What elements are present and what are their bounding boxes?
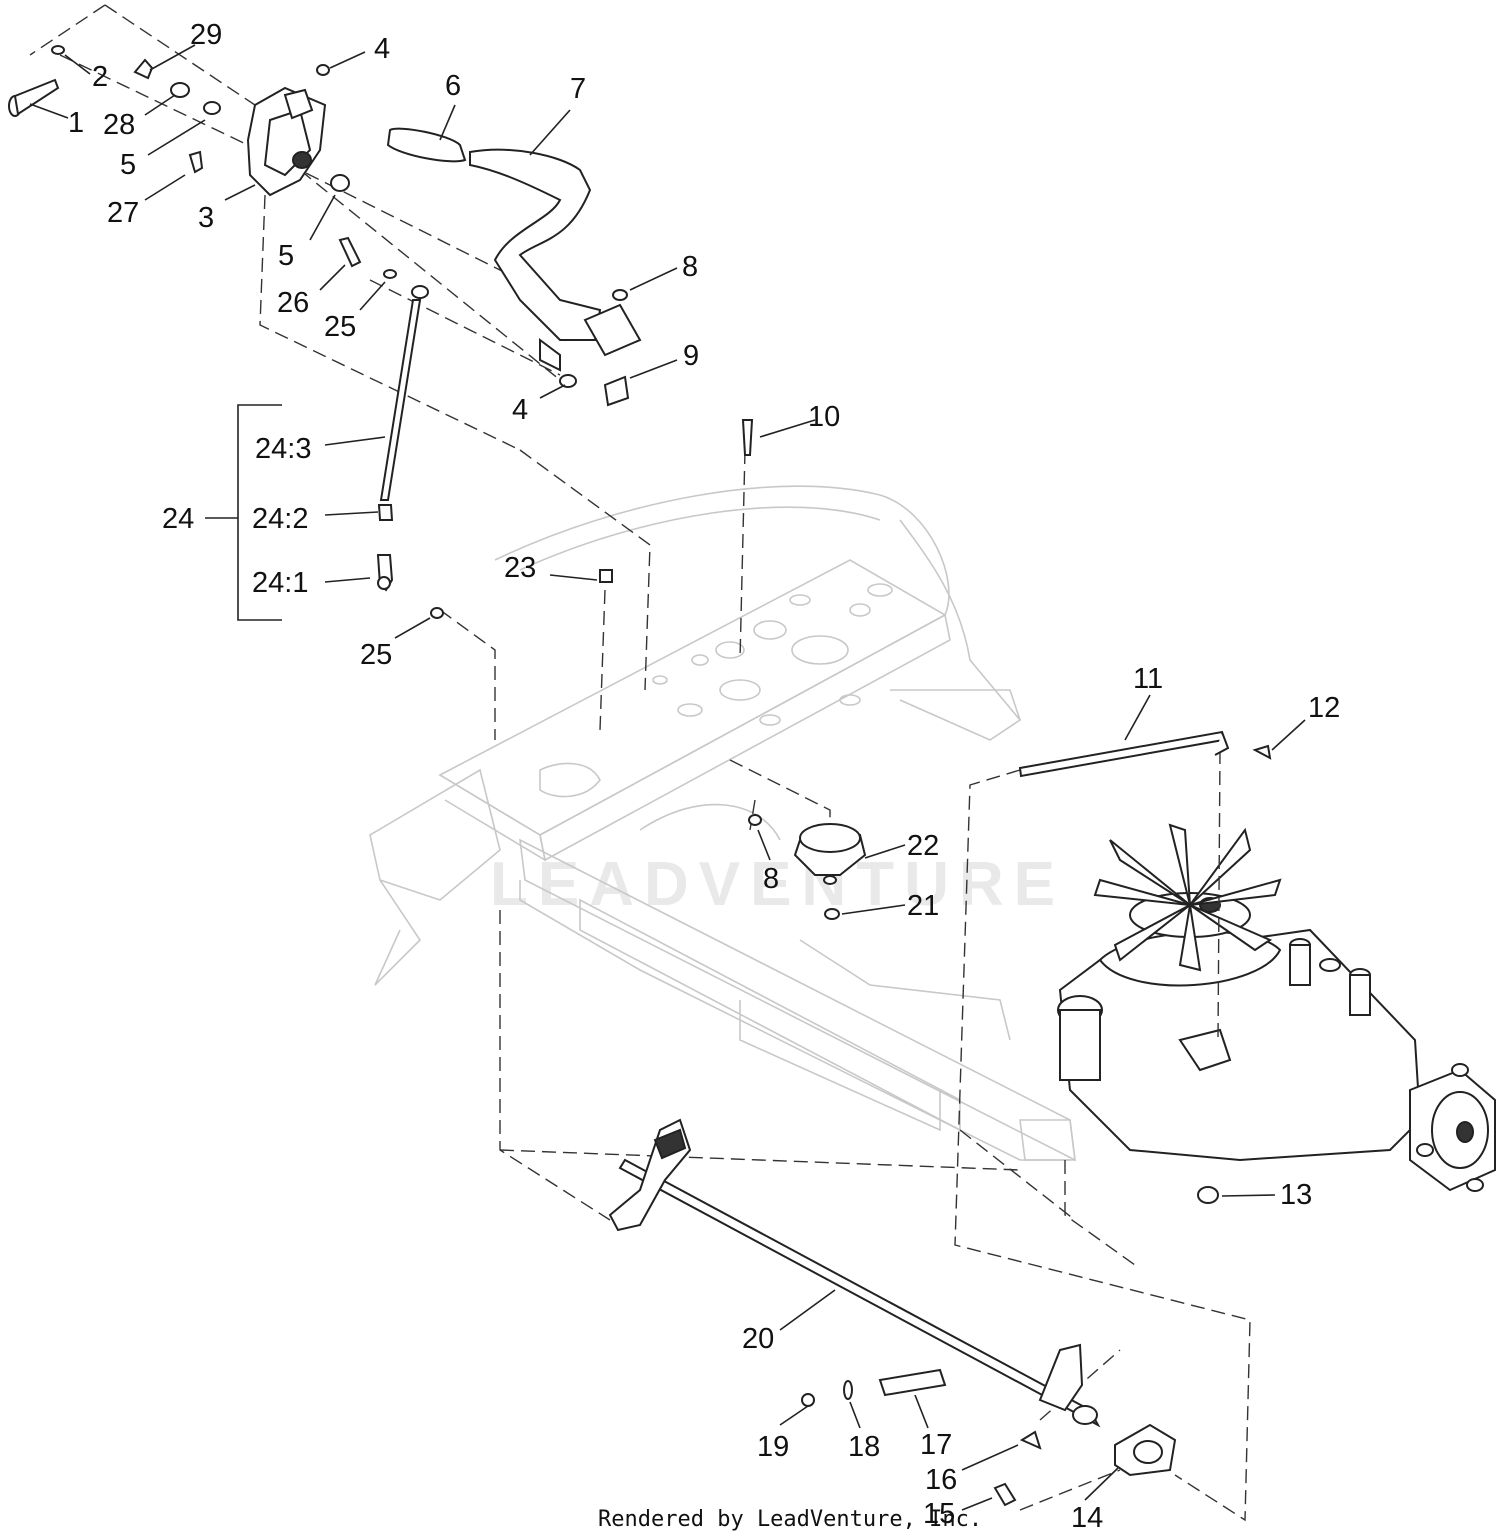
bracket-8-9 <box>583 289 642 407</box>
clip-16 <box>1019 1430 1042 1450</box>
pedal-7 <box>386 127 602 372</box>
clevis-pin-1 <box>8 78 60 117</box>
callout-25b: 25 <box>360 639 392 671</box>
callout-15: 15 <box>923 1498 955 1530</box>
callout-26: 26 <box>277 287 309 319</box>
callout-25: 25 <box>324 311 356 343</box>
switch-22 <box>793 823 867 885</box>
pedal-bracket <box>246 86 327 197</box>
callout-29: 29 <box>190 19 222 51</box>
callout-19: 19 <box>757 1431 789 1463</box>
clip-29 <box>133 58 154 80</box>
credit-text: Rendered by LeadVenture, Inc. <box>598 1507 982 1532</box>
callout-9: 9 <box>683 340 699 372</box>
callout-12: 12 <box>1308 692 1340 724</box>
callout-20: 20 <box>742 1323 774 1355</box>
callout-labels: 1 2 29 4 28 5 27 3 6 7 5 26 25 8 9 4 24:… <box>68 19 1340 1534</box>
bolt-15 <box>993 1482 1017 1507</box>
callout-27: 27 <box>107 197 139 229</box>
shaft-20 <box>608 1118 1101 1428</box>
clip-12 <box>1252 744 1272 760</box>
nut-4b <box>559 374 577 388</box>
nut-19 <box>801 1393 815 1407</box>
callout-24-1: 24:1 <box>252 567 308 599</box>
callout-13: 13 <box>1280 1179 1312 1211</box>
bushing-5b <box>330 174 350 192</box>
callout-22: 22 <box>907 830 939 862</box>
callout-11: 11 <box>1133 663 1163 695</box>
nut-8b <box>748 814 762 826</box>
callout-28: 28 <box>103 109 135 141</box>
fan-blades <box>1093 823 1282 972</box>
callout-21: 21 <box>907 890 939 922</box>
frame-holes <box>652 583 893 726</box>
callout-16: 16 <box>925 1464 957 1496</box>
washer-28 <box>170 82 190 98</box>
nut-4a <box>316 64 330 76</box>
spring-17 <box>878 1368 947 1397</box>
callout-24: 24 <box>162 503 194 535</box>
callout-8: 8 <box>682 251 698 283</box>
transaxle-illustration <box>1057 823 1496 1192</box>
callout-18: 18 <box>848 1431 880 1463</box>
watermark: LEADVENTURE <box>490 850 1065 919</box>
bolt-23 <box>599 569 613 583</box>
rod-11 <box>1018 730 1230 778</box>
callout-23: 23 <box>504 552 536 584</box>
callout-5: 5 <box>120 149 136 181</box>
callout-5b: 5 <box>278 240 294 272</box>
callout-24-3: 24:3 <box>255 433 311 465</box>
callout-6: 6 <box>445 70 461 102</box>
group-bracket-24 <box>237 404 282 621</box>
callout-3: 3 <box>198 202 214 234</box>
callout-24-2: 24:2 <box>252 503 308 535</box>
callout-8b: 8 <box>763 863 779 895</box>
callout-4b: 4 <box>512 394 528 426</box>
bushing-5a <box>203 101 221 115</box>
nut-21 <box>824 908 840 920</box>
washer-25b <box>430 607 444 619</box>
washer-25a <box>383 269 397 279</box>
rod-24 <box>376 285 429 592</box>
callout-10: 10 <box>808 401 840 433</box>
frame-illustration <box>369 485 1076 1162</box>
callout-14: 14 <box>1071 1502 1103 1534</box>
bolt-10 <box>741 419 754 456</box>
bolt-26 <box>338 236 362 268</box>
bolt-27 <box>188 150 204 174</box>
callout-1: 1 <box>68 107 84 139</box>
callout-17: 17 <box>920 1429 952 1461</box>
leader-lines <box>29 44 1306 1511</box>
nut-13 <box>1197 1186 1219 1204</box>
cotter-pin-2 <box>51 45 65 55</box>
callout-7: 7 <box>570 73 586 105</box>
callout-4: 4 <box>374 33 390 65</box>
callout-2: 2 <box>92 61 108 93</box>
washer-18 <box>843 1380 853 1400</box>
bearing-14 <box>1114 1423 1177 1477</box>
